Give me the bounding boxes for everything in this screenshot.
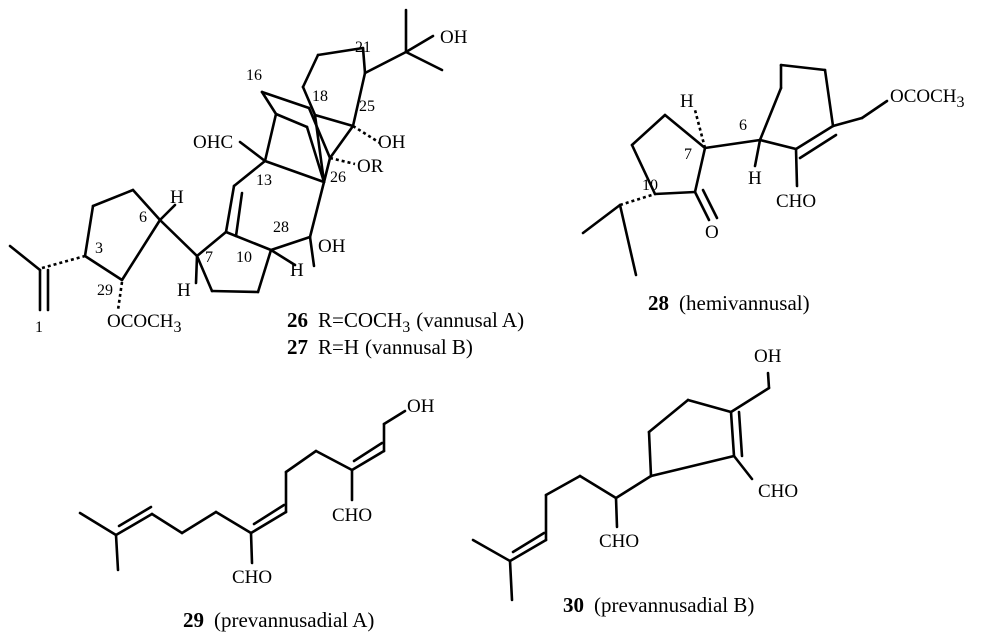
caption-28: 28(hemivannusal) [648,291,810,315]
label-h-10: H [290,260,304,281]
num-c13: 13 [256,172,272,189]
structure-30 [471,371,771,602]
label-oac-29: OCOCH3 [107,311,182,336]
label-cho-29-lower: CHO [232,567,272,588]
num-c18: 18 [312,88,328,105]
structure-26-27 [8,8,444,312]
label-cho-28: CHO [776,191,816,212]
num-c10: 10 [236,249,252,266]
label-h-bottom: H [748,168,762,189]
labels-26: OH OHC OH OR OH H H H OCOCH3 1 3 6 7 10 … [35,27,524,359]
label-oh-30: OH [754,346,782,367]
labels-28: H H OCOCH3 CHO O 6 7 10 28(hemivannusal) [642,86,965,315]
label-o-28: O [705,222,719,243]
label-or-26: OR [357,156,384,177]
num-28-c6: 6 [739,117,747,134]
label-oh-28: OH [318,236,346,257]
num-c25: 25 [359,98,375,115]
num-c3: 3 [95,240,103,257]
label-oh-21: OH [440,27,468,48]
label-oac-28: OCOCH3 [890,86,965,111]
caption-30: 30(prevannusadial B) [563,593,754,617]
caption-29: 29(prevannusadial A) [183,608,374,632]
label-h-6: H [170,187,184,208]
structure-29 [78,409,407,572]
num-c6: 6 [139,209,147,226]
num-c7: 7 [205,249,213,266]
num-c26: 26 [330,169,346,186]
num-c1: 1 [35,319,43,336]
num-28-c10: 10 [642,177,658,194]
label-h-7: H [177,280,191,301]
structure-28 [581,63,889,277]
labels-30: OH CHO CHO 30(prevannusadial B) [563,346,798,617]
num-c21: 21 [355,39,371,56]
label-cho-29-upper: CHO [332,505,372,526]
label-h-top: H [680,91,694,112]
label-cho-30-right: CHO [758,481,798,502]
label-oh-29: OH [407,396,435,417]
num-c29: 29 [97,282,113,299]
labels-29: OH CHO CHO 29(prevannusadial A) [183,396,435,632]
num-28-c7: 7 [684,146,692,163]
num-c28: 28 [273,219,289,236]
num-c16: 16 [246,67,262,84]
label-ohc: OHC [193,132,233,153]
label-oh-25: OH [378,132,406,153]
label-cho-30-bottom: CHO [599,531,639,552]
